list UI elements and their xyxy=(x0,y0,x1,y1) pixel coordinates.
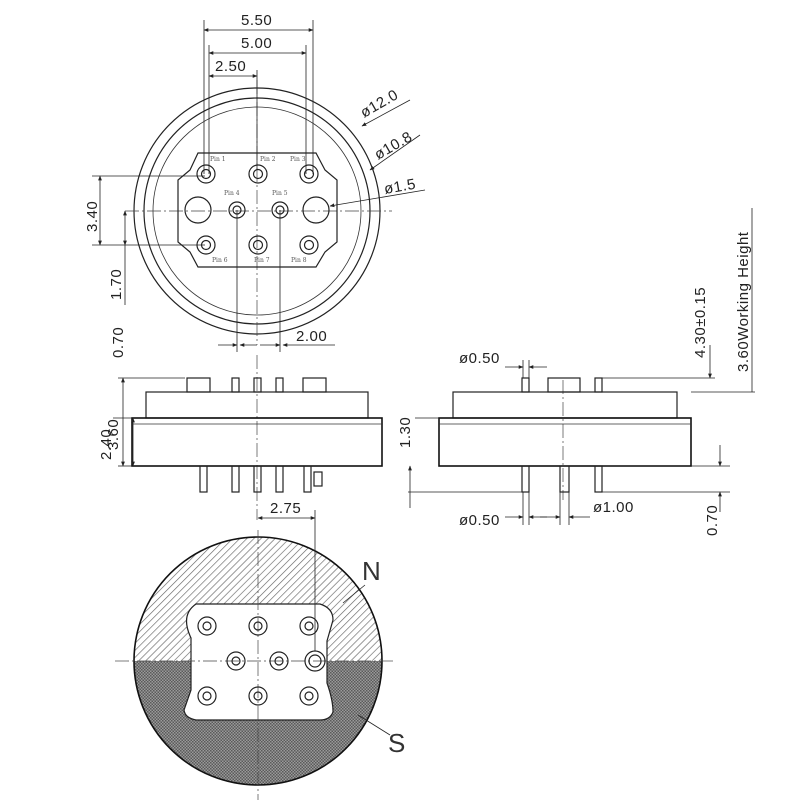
pin6-label: Pin 6 xyxy=(212,257,228,264)
dim-4-30: 4.30±0.15 xyxy=(692,287,709,358)
dim-0-70-right: 0.70 xyxy=(704,505,721,536)
pin3-label: Pin 3 xyxy=(290,156,306,163)
dim-3-40: 3.40 xyxy=(84,201,101,232)
dim-2-40: 2.40 xyxy=(98,429,115,460)
pin8-label: Pin 8 xyxy=(291,257,307,264)
dim-2-50: 2.50 xyxy=(215,58,246,75)
side-view-right: ø0.50 1.30 ø0.50 ø1.00 0.70 4.30±0.15 3.… xyxy=(397,208,755,536)
pin7-label: Pin 7 xyxy=(254,257,270,264)
dim-phi-1-00: ø1.00 xyxy=(593,499,634,516)
dim-3-60-working: 3.60Working Height xyxy=(735,231,752,372)
dim-phi-0-50-bottom: ø0.50 xyxy=(459,512,500,529)
bottom-view: 2.75 N S xyxy=(115,500,405,800)
top-view: Pin 1 Pin 2 Pin 3 Pin 4 Pin 5 Pin 6 Pin … xyxy=(84,12,426,358)
dim-0-70-top: 0.70 xyxy=(110,327,127,358)
dim-2-00: 2.00 xyxy=(296,328,327,345)
dim-phi-1-5: ø1.5 xyxy=(383,176,417,198)
dim-5-00: 5.00 xyxy=(241,35,272,52)
pin5-label: Pin 5 xyxy=(272,190,288,197)
dim-5-50: 5.50 xyxy=(241,12,272,29)
dim-3-60: 3.60 xyxy=(105,419,122,450)
dim-phi-0-50-top: ø0.50 xyxy=(459,350,500,367)
dim-1-70: 1.70 xyxy=(108,269,125,300)
dim-1-30: 1.30 xyxy=(397,417,414,448)
side-view-left: 3.60 2.40 xyxy=(98,355,383,520)
dim-2-75: 2.75 xyxy=(270,500,301,517)
south-pole-label: S xyxy=(388,728,405,758)
pin4-label: Pin 4 xyxy=(224,190,240,197)
pin1-label: Pin 1 xyxy=(210,156,226,163)
pin2-label: Pin 2 xyxy=(260,156,276,163)
north-pole-label: N xyxy=(362,556,381,586)
dim-phi-10-8: ø10.8 xyxy=(372,128,416,163)
